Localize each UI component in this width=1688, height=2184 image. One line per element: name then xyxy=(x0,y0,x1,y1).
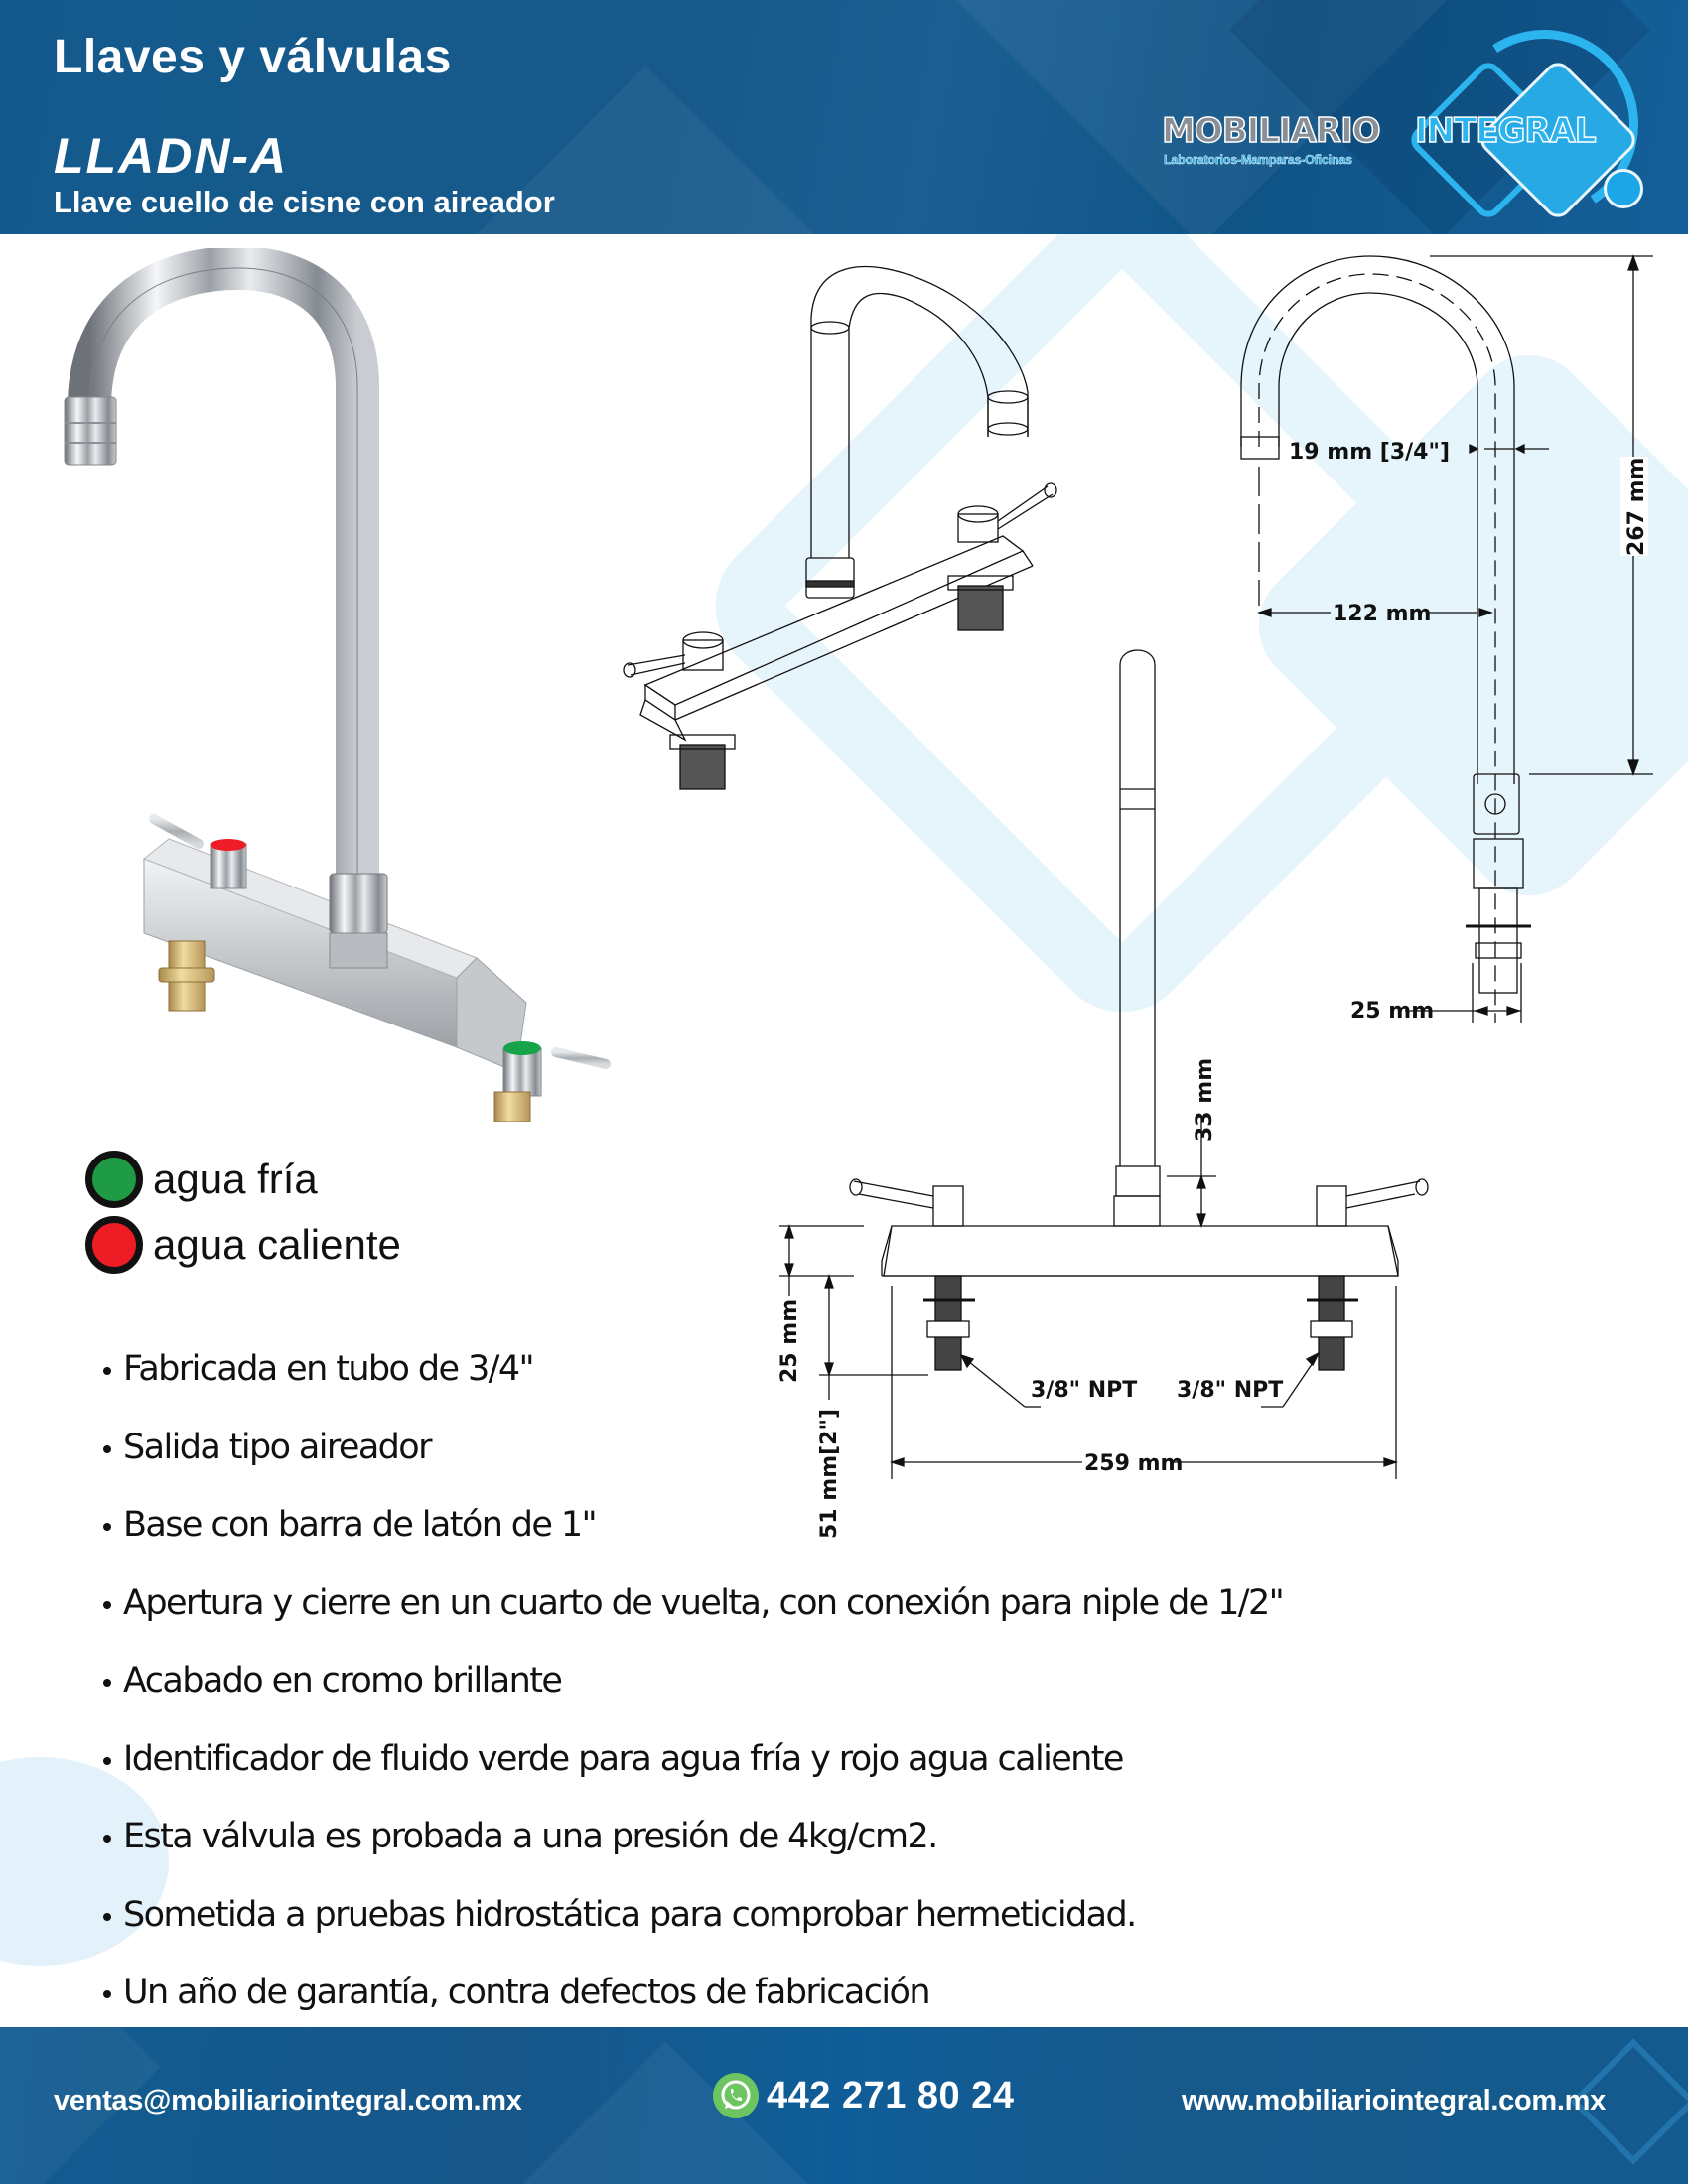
legend-item-hot: agua caliente xyxy=(85,1212,401,1278)
svg-text:267 mm: 267 mm xyxy=(1624,458,1649,556)
company-logo: MOBILIARIO INTEGRAL Laboratorios-Mampara… xyxy=(1152,12,1656,234)
feature-item: Fabricada en tubo de 3/4" xyxy=(103,1330,1283,1409)
legend-label: agua caliente xyxy=(153,1221,401,1268)
feature-item: Salida tipo aireador xyxy=(103,1409,1283,1487)
svg-text:259 mm: 259 mm xyxy=(1084,1451,1183,1476)
svg-text:3/8" NPT: 3/8" NPT xyxy=(1031,1378,1137,1403)
dim-overall-width: 259 mm xyxy=(1084,1451,1183,1476)
svg-text:3/8" NPT: 3/8" NPT xyxy=(1177,1378,1283,1403)
feature-list: Fabricada en tubo de 3/4" Salida tipo ai… xyxy=(103,1330,1285,2032)
page-footer: ventas@mobiliariointegral.com.mx 442 271… xyxy=(0,2027,1688,2184)
dim-shank-length: 51 mm[2"] xyxy=(817,1409,842,1539)
svg-text:19 mm [3/4"]: 19 mm [3/4"] xyxy=(1289,440,1450,465)
logo-word-integral: INTEGRAL xyxy=(1414,110,1597,152)
website-link[interactable]: www.mobiliariointegral.com.mx xyxy=(1182,2085,1606,2116)
product-photo xyxy=(60,245,645,1123)
front-view-drawing: 33 mm 25 mm 51 mm[2"] 259 mm xyxy=(765,640,1460,1554)
logo-word-mobiliario: MOBILIARIO xyxy=(1161,110,1381,152)
dim-body-height: 25 mm xyxy=(777,1299,802,1383)
red-dot-icon xyxy=(85,1216,143,1274)
dim-reach: 122 mm xyxy=(1333,602,1431,626)
dim-tube-diameter: 19 mm [3/4"] xyxy=(1289,440,1450,465)
logo-dot-icon xyxy=(1604,169,1643,208)
svg-text:25 mm: 25 mm xyxy=(777,1299,802,1383)
feature-item: Identificador de fluido verde para agua … xyxy=(103,1720,1283,1799)
logo-tagline: Laboratorios-Mamparas-Oficinas xyxy=(1164,153,1352,167)
svg-text:122 mm: 122 mm xyxy=(1333,602,1431,626)
legend-label: agua fría xyxy=(153,1156,318,1202)
category-title: Llaves y válvulas xyxy=(54,31,452,83)
page-header: Llaves y válvulas LLADN-A Llave cuello d… xyxy=(0,0,1688,234)
svg-text:33 mm: 33 mm xyxy=(1193,1058,1217,1142)
legend-item-cold: agua fría xyxy=(85,1147,401,1212)
feature-item: Un año de garantía, contra defectos de f… xyxy=(103,1954,1283,2032)
feature-item: Esta válvula es probada a una presión de… xyxy=(103,1798,1283,1876)
product-name: Llave cuello de cisne con aireador xyxy=(54,185,555,219)
thread-callout-right: 3/8" NPT xyxy=(1177,1378,1283,1403)
color-legend: agua fría agua caliente xyxy=(85,1147,401,1278)
phone-number: 442 271 80 24 xyxy=(767,2074,1015,2116)
side-view-drawing: 19 mm [3/4"] 122 mm 267 mm 25 mm xyxy=(1231,248,1688,1082)
feature-item: Sometida a pruebas hidrostática para com… xyxy=(103,1876,1283,1955)
dim-base-width: 25 mm xyxy=(1350,999,1434,1024)
svg-text:25 mm: 25 mm xyxy=(1350,999,1434,1024)
whatsapp-icon xyxy=(713,2073,759,2118)
svg-text:51 mm[2"]: 51 mm[2"] xyxy=(817,1409,842,1539)
green-dot-icon xyxy=(85,1151,143,1208)
feature-item: Acabado en cromo brillante xyxy=(103,1642,1283,1720)
dim-height: 267 mm xyxy=(1624,458,1649,556)
email-link[interactable]: ventas@mobiliariointegral.com.mx xyxy=(54,2085,522,2116)
dim-spout-base: 33 mm xyxy=(1193,1058,1217,1142)
feature-item: Base con barra de latón de 1" xyxy=(103,1486,1283,1565)
thread-callout-left: 3/8" NPT xyxy=(1031,1378,1137,1403)
product-code: LLADN-A xyxy=(54,128,289,184)
feature-item: Apertura y cierre en un cuarto de vuelta… xyxy=(103,1565,1285,1643)
phone-contact[interactable]: 442 271 80 24 xyxy=(713,2073,1015,2118)
isometric-drawing xyxy=(606,248,1102,923)
